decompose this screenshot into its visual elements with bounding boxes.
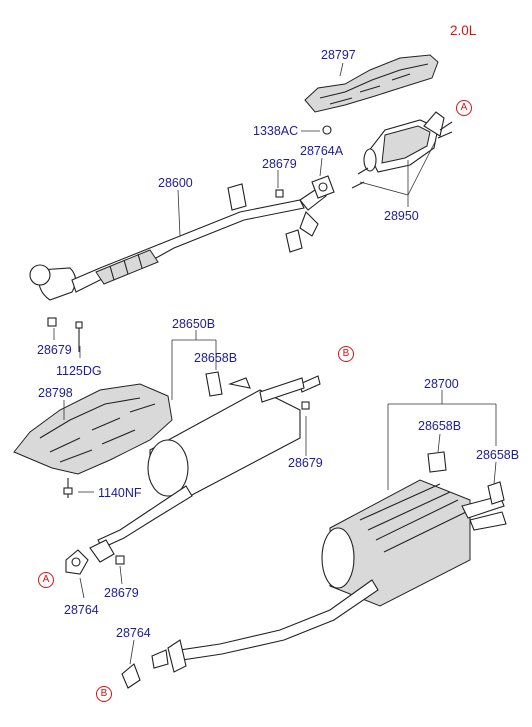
part-number-28679-left: 28679 (37, 343, 72, 357)
part-number-28650b: 28650B (172, 317, 216, 331)
callout-a-left: A (38, 572, 54, 588)
catalytic-converter (351, 111, 453, 189)
rubber-hanger-front (227, 183, 303, 253)
bolt-1125dg (75, 321, 83, 352)
flange-bottom (121, 639, 187, 689)
part-number-28700: 28700 (424, 377, 459, 391)
center-muffler (97, 375, 321, 549)
rubber-hanger-mid (205, 371, 223, 397)
part-number-28679-mid: 28679 (288, 456, 323, 470)
nut-1338ac (322, 125, 332, 135)
part-number-28658b-mid: 28658B (194, 351, 238, 365)
part-number-28658b-right-1: 28658B (418, 419, 462, 433)
part-number-1125dg: 1125DG (56, 364, 102, 378)
nut-28679-low (115, 555, 125, 565)
part-number-1140nf: 1140NF (98, 486, 142, 500)
part-number-28797: 28797 (321, 48, 356, 62)
callout-b-mid: B (338, 346, 354, 362)
rubber-hanger-right-1 (427, 451, 447, 473)
heat-protector-lower (13, 383, 173, 475)
part-number-28764-low: 28764 (64, 603, 99, 617)
bolt-1140nf (63, 478, 73, 498)
nut-28679-left (47, 317, 57, 327)
callout-b-bottom: B (96, 686, 112, 702)
leader-lines (53, 62, 497, 665)
engine-label: 2.0L (450, 23, 477, 38)
part-number-28679-low: 28679 (104, 586, 139, 600)
gasket-28764a (311, 175, 335, 199)
part-number-28764a: 28764A (300, 144, 344, 158)
main-muffler (179, 479, 507, 661)
heat-protector-upper (304, 54, 439, 113)
part-number-28658b-right-2: 28658B (476, 448, 520, 462)
gasket-28764-lower (65, 539, 115, 575)
part-number-28798: 28798 (38, 386, 73, 400)
part-number-28950: 28950 (384, 209, 419, 223)
part-number-28600: 28600 (158, 176, 193, 190)
part-number-1338ac: 1338AC (253, 124, 299, 138)
callout-a-top: A (456, 100, 472, 116)
rubber-hanger-right-2 (487, 481, 505, 505)
part-number-28764-bottom: 28764 (116, 626, 151, 640)
part-number-28679-top: 28679 (262, 157, 297, 171)
nut-28679-mid (301, 401, 310, 410)
front-pipe (29, 187, 327, 301)
nut-28679-top (275, 189, 284, 198)
